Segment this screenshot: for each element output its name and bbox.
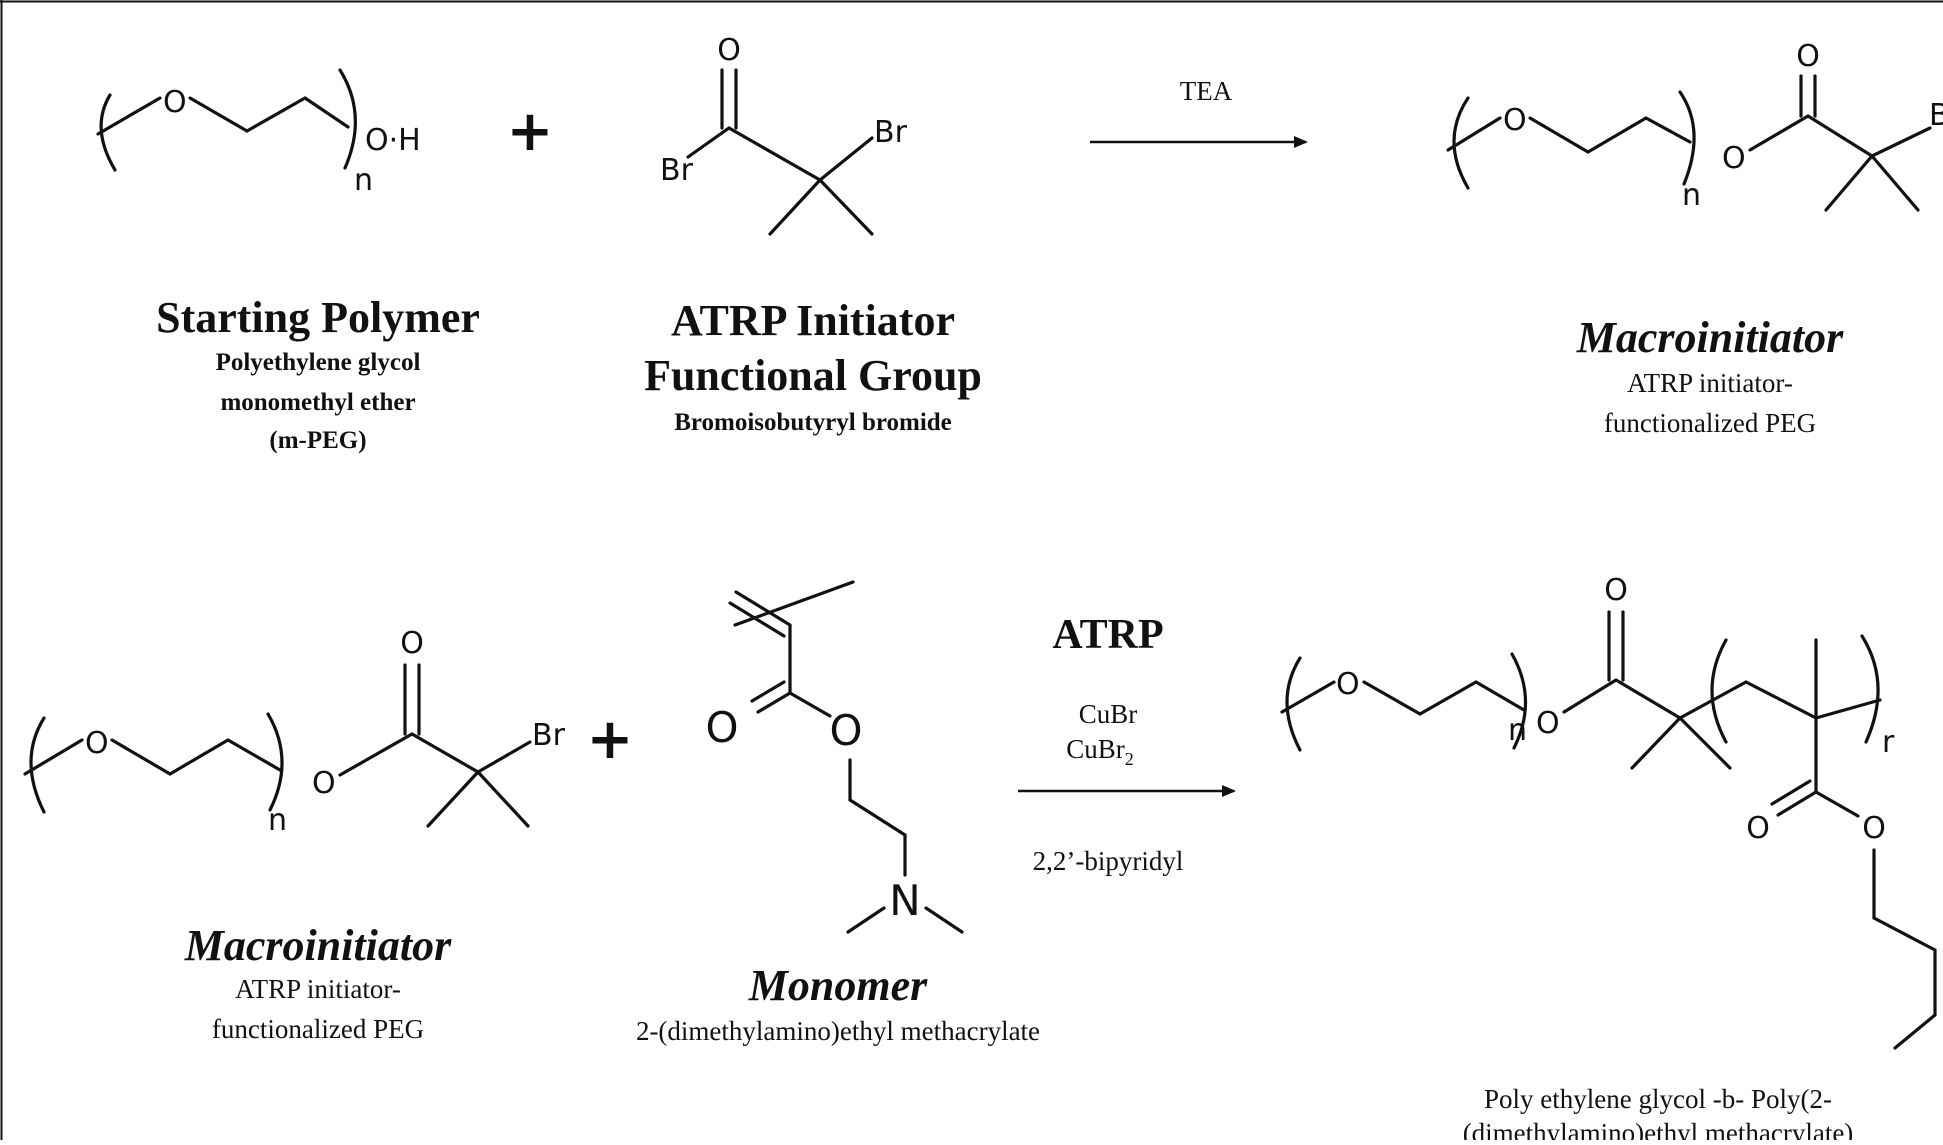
initiator-carbonyl-oxygen: O [717, 33, 741, 68]
monomer-nitrogen: N [889, 876, 920, 925]
copolymer-repeat-n: n [1508, 713, 1527, 748]
copolymer-peg-right-bracket [1510, 652, 1528, 750]
svg-text:Poly ethylene glycol -b- Poly(: Poly ethylene glycol -b- Poly(2- [1484, 1084, 1832, 1114]
svg-text:Macroinitiator: Macroinitiator [1576, 313, 1844, 362]
svg-text:Functional Group: Functional Group [644, 351, 982, 400]
reactant-carbonyl-oxygen: O [400, 626, 424, 661]
starting-polymer-label: Starting Polymer Polyethylene glycol mon… [156, 293, 480, 454]
macroinitiator-label-bottom: Macroinitiator ATRP initiator- functiona… [184, 921, 452, 1044]
monomer-ester-oxygen: O [829, 706, 862, 755]
svg-text:functionalized PEG: functionalized PEG [212, 1014, 424, 1044]
catalyst-cubr: CuBr [1079, 699, 1138, 729]
copolymer-pdma-left-bracket [1710, 638, 1728, 744]
copolymer-repeat-r: r [1882, 725, 1895, 760]
block-copolymer-structure: O n O O r O O [1280, 573, 1937, 1050]
mpeg-structure: O n O·H [96, 68, 421, 198]
svg-text:monomethyl ether: monomethyl ether [220, 389, 415, 416]
reactant-repeat-n: n [268, 803, 287, 838]
product-bromine: B [1929, 98, 1943, 133]
svg-text:Bromoisobutyryl bromide: Bromoisobutyryl bromide [674, 409, 952, 436]
product-repeat-n: n [1682, 178, 1701, 213]
mpeg-right-bracket [338, 68, 357, 170]
copolymer-side-ester-oxygen: O [1862, 811, 1886, 846]
svg-text:2-(dimethylamino)ethyl methacr: 2-(dimethylamino)ethyl methacrylate [636, 1016, 1040, 1046]
product-left-bracket [1452, 96, 1470, 190]
copolymer-pdma-right-bracket [1860, 634, 1880, 744]
svg-text:ATRP initiator-: ATRP initiator- [235, 974, 401, 1004]
plus-sign-1: + [507, 99, 554, 164]
initiator-acyl-bromine: Br [660, 153, 694, 188]
initiator-alkyl-bromine: Br [874, 115, 908, 150]
catalyst-cubr2: CuBr2 [1066, 734, 1134, 769]
copolymer-ether-oxygen: O [1336, 667, 1360, 702]
svg-text:Starting Polymer: Starting Polymer [156, 293, 480, 342]
mpeg-repeat-n: n [354, 163, 373, 198]
copolymer-peg-left-bracket [1285, 656, 1302, 752]
svg-text:functionalized PEG: functionalized PEG [1604, 408, 1816, 438]
monomer-carbonyl-oxygen: O [705, 703, 738, 752]
product-ether-oxygen: O [1503, 103, 1527, 138]
initiator-structure: O Br Br [660, 33, 908, 236]
reactant-right-bracket [266, 712, 284, 812]
initiator-label: ATRP Initiator Functional Group Bromoiso… [644, 296, 982, 436]
monomer-structure: O O N [705, 580, 964, 934]
svg-text:Macroinitiator: Macroinitiator [184, 921, 452, 970]
svg-text:(m-PEG): (m-PEG) [269, 427, 366, 454]
atrp-conditions: ATRP CuBr CuBr2 2,2’-bipyridyl [1018, 612, 1236, 876]
svg-text:Monomer: Monomer [748, 961, 928, 1010]
reactant-ester-oxygen: O [312, 766, 336, 801]
reactant-ether-oxygen: O [85, 726, 109, 761]
svg-text:ATRP Initiator: ATRP Initiator [671, 296, 955, 345]
macroinitiator-label-top: Macroinitiator ATRP initiator- functiona… [1576, 313, 1844, 438]
copolymer-carbonyl-oxygen: O [1604, 573, 1628, 608]
copolymer-label: Poly ethylene glycol -b- Poly(2- (dimeth… [1463, 1084, 1854, 1145]
svg-text:(dimethylamino)ethyl methacryl: (dimethylamino)ethyl methacrylate) [1463, 1118, 1854, 1140]
reactant-bromine: Br [532, 718, 566, 753]
reagent-tea: TEA [1180, 76, 1233, 106]
product-ester-oxygen: O [1722, 141, 1746, 176]
product-right-bracket [1678, 90, 1696, 186]
monomer-label: Monomer 2-(dimethylamino)ethyl methacryl… [636, 961, 1040, 1046]
mpeg-left-bracket [99, 93, 117, 172]
macroinitiator-reactant-structure: O n O O Br [23, 626, 566, 838]
svg-text:ATRP initiator-: ATRP initiator- [1627, 368, 1793, 398]
copolymer-ester-oxygen: O [1536, 706, 1560, 741]
plus-sign-2: + [587, 707, 634, 772]
mpeg-hydroxyl: O·H [365, 123, 421, 158]
product-carbonyl-oxygen: O [1796, 39, 1820, 74]
reactant-left-bracket [29, 716, 46, 814]
copolymer-side-carbonyl-oxygen: O [1746, 811, 1770, 846]
atrp-method-label: ATRP [1052, 612, 1163, 658]
macroinitiator-product-structure: O n O O B [1446, 39, 1943, 213]
mpeg-oxygen: O [163, 85, 187, 120]
svg-text:Polyethylene glycol: Polyethylene glycol [216, 349, 421, 376]
ligand-bipyridyl: 2,2’-bipyridyl [1033, 846, 1184, 876]
